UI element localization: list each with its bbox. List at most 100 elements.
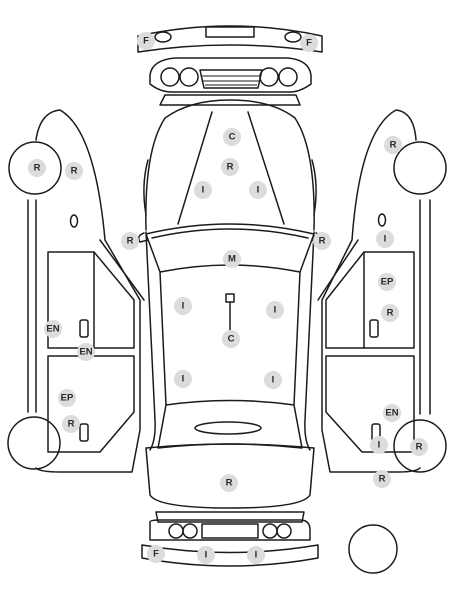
marker-label: I — [384, 234, 387, 245]
marker-dot — [65, 162, 83, 180]
marker-label: EP — [381, 277, 394, 288]
marker-dot — [373, 470, 391, 488]
marker-dot — [378, 273, 396, 291]
marker-dot — [223, 128, 241, 146]
damage-marker: I — [174, 370, 192, 388]
marker-dot — [197, 546, 215, 564]
marker-label: R — [319, 236, 326, 247]
marker-dot — [220, 474, 238, 492]
damage-marker: I — [249, 181, 267, 199]
marker-label: C — [228, 334, 235, 345]
marker-label: EN — [46, 324, 59, 335]
front-bumper-view — [137, 25, 323, 53]
damage-marker: C — [222, 330, 240, 348]
damage-marker: C — [223, 128, 241, 146]
top-view — [143, 99, 317, 509]
marker-label: R — [127, 236, 134, 247]
marker-dot — [28, 159, 46, 177]
damage-marker: R — [381, 304, 399, 322]
marker-label: R — [68, 419, 75, 430]
marker-label: I — [182, 374, 185, 385]
marker-label: F — [306, 38, 312, 49]
marker-dot — [77, 343, 95, 361]
marker-label: I — [182, 301, 185, 312]
damage-marker: R — [221, 158, 239, 176]
damage-marker: EP — [58, 389, 76, 407]
marker-label: R — [379, 474, 386, 485]
marker-dot — [266, 301, 284, 319]
damage-marker: R — [28, 159, 46, 177]
damage-marker: I — [266, 301, 284, 319]
marker-dot — [410, 438, 428, 456]
damage-marker: EP — [378, 273, 396, 291]
marker-dot — [223, 250, 241, 268]
right-side-view — [317, 109, 447, 473]
marker-dot — [58, 389, 76, 407]
marker-label: R — [226, 478, 233, 489]
marker-label: I — [255, 550, 258, 561]
damage-markers: F F C R I I R R R R R I M EP R I I C EN EN I I EP R EN I R R R F I I — [28, 32, 428, 564]
damage-marker: R — [121, 232, 139, 250]
marker-label: I — [205, 550, 208, 561]
marker-label: I — [202, 185, 205, 196]
marker-label: EN — [79, 347, 92, 358]
damage-marker: R — [384, 136, 402, 154]
damage-marker: I — [174, 297, 192, 315]
damage-marker: I — [264, 371, 282, 389]
marker-dot — [383, 404, 401, 422]
marker-label: R — [416, 442, 423, 453]
rear-view — [141, 511, 319, 567]
damage-marker: R — [62, 415, 80, 433]
marker-dot — [384, 136, 402, 154]
marker-label: R — [71, 166, 78, 177]
marker-label: R — [390, 140, 397, 151]
marker-label: EP — [61, 393, 74, 404]
marker-label: I — [274, 305, 277, 316]
damage-marker: I — [370, 436, 388, 454]
legend-circle — [348, 524, 398, 574]
damage-marker: F — [300, 34, 318, 52]
damage-marker: F — [147, 545, 165, 563]
marker-label: I — [257, 185, 260, 196]
marker-dot — [376, 230, 394, 248]
marker-dot — [370, 436, 388, 454]
marker-label: I — [378, 440, 381, 451]
damage-marker: I — [194, 181, 212, 199]
marker-dot — [174, 297, 192, 315]
marker-label: EN — [385, 408, 398, 419]
damage-marker: I — [197, 546, 215, 564]
damage-marker: R — [220, 474, 238, 492]
left-side-view — [7, 109, 145, 473]
front-view — [149, 57, 312, 106]
damage-marker: I — [376, 230, 394, 248]
damage-marker: R — [410, 438, 428, 456]
marker-label: F — [143, 36, 149, 47]
marker-dot — [137, 32, 155, 50]
damage-marker: EN — [77, 343, 95, 361]
marker-label: C — [229, 132, 236, 143]
marker-dot — [147, 545, 165, 563]
marker-dot — [174, 370, 192, 388]
marker-label: R — [227, 162, 234, 173]
marker-dot — [44, 320, 62, 338]
damage-marker: I — [247, 546, 265, 564]
marker-dot — [121, 232, 139, 250]
marker-label: I — [272, 375, 275, 386]
marker-dot — [222, 330, 240, 348]
damage-marker: EN — [44, 320, 62, 338]
marker-dot — [247, 546, 265, 564]
damage-marker: R — [65, 162, 83, 180]
damage-marker: R — [313, 232, 331, 250]
marker-dot — [300, 34, 318, 52]
marker-dot — [381, 304, 399, 322]
damage-marker: M — [223, 250, 241, 268]
marker-label: R — [34, 163, 41, 174]
damage-marker: EN — [383, 404, 401, 422]
marker-label: R — [387, 308, 394, 319]
marker-dot — [62, 415, 80, 433]
marker-dot — [313, 232, 331, 250]
marker-dot — [221, 158, 239, 176]
marker-label: M — [228, 254, 236, 265]
marker-dot — [194, 181, 212, 199]
